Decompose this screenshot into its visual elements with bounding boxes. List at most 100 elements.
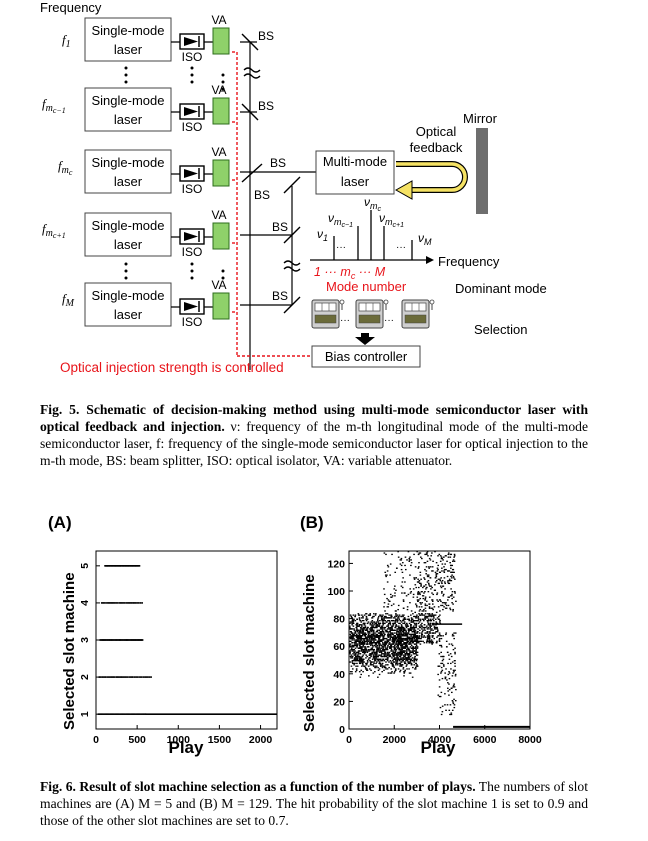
fig6b-mark-point [439,599,441,601]
fig6b-mark-point [428,636,431,638]
fig6b-mark-point [413,664,416,666]
fig6b-mark-point [360,635,362,637]
fig6b-mark-point [365,629,367,631]
fig6b-mark-point [387,625,390,627]
fig6a-mark-point [119,676,122,678]
fig6b-mark-point [401,592,403,594]
fig6b-mark-point [452,608,454,611]
fig6b-mark-point [387,603,390,605]
fig6b-mark-point [444,563,446,565]
fig6b-mark-point [401,581,404,583]
fig6b-mark-point [411,618,414,620]
fig6b-mark-point [394,635,397,637]
fig6b-mark-point [357,651,360,654]
fig6b-mark-point [386,631,389,633]
fig6b-mark-point [355,639,357,641]
fig6a-mark-point [132,602,135,604]
fig6b-mark-point [411,657,414,659]
fig6b-mark-point [361,660,363,662]
fig6b-mark-point [369,628,371,630]
fig6b-mark-point [386,647,389,649]
fig6b-mark-point [439,614,441,616]
fig6b-mark-point [389,672,391,674]
fig6b-mark-point [362,642,365,644]
fig6b-ytick-label: 60 [333,641,345,653]
fig6b-mark-point [375,624,377,626]
fig6b-mark-point [450,579,453,582]
fig6b-mark-point [373,621,376,623]
fig6b-mark-point [382,643,385,645]
fig6b-mark-point [444,588,446,590]
fig6b-mark-point [364,646,366,648]
fig6b-mark-point [419,574,422,576]
fig6a-mark-point [124,602,126,604]
fig6b-mark-point [351,644,354,647]
fig6b-mark-point [436,636,438,638]
fig6b-mark-point [386,639,389,641]
fig6b-mark-point [352,650,354,652]
fig6b-mark-point [401,637,404,640]
fig6b-mark-point [437,568,439,571]
fig6b-mark-point [374,671,376,673]
fig6b-mark-point [405,660,407,662]
fig6a-mark-point [134,602,137,604]
fig6b-mark-point [356,665,359,667]
fig6b-mark-point [446,679,448,681]
fig6b-mark-point [378,673,381,676]
fig6b-mark-point [448,596,451,598]
fig6b-mark-point [373,633,375,636]
fig6b-mark-point [370,636,373,638]
fig6b-mark-point [396,664,399,666]
fig6b-mark-point [431,566,434,568]
fig6b-mark-point [435,562,438,564]
fig6b-mark-point [427,619,430,622]
fig6b-mark-point [410,619,412,622]
fig6b-mark-point [437,564,439,567]
fig6b-mark-point [421,602,423,604]
fig6b-mark-point [368,643,371,645]
fig6a-mark-point [119,639,122,641]
fig6b-mark-point [415,665,418,667]
fig6b-mark-point [396,614,399,616]
fig6b-mark-point [389,660,392,662]
fig6b-mark-point [372,615,374,618]
fig6b-mark-point [418,606,421,608]
fig6b-mark-point [355,643,358,645]
fig6b-mark-point [380,618,383,620]
single-mode-laser-box [84,87,172,132]
fig6b-mark-point [431,613,434,615]
fig6b-mark-point [439,644,441,647]
fig6b-mark-point [403,592,406,594]
fig6b-mark-point [373,636,376,638]
fig6b-mark-point [433,625,436,627]
fig6b-mark-point [425,625,428,627]
fig6b-mark-point [396,631,398,633]
fig6b-mark-point [375,665,378,667]
fig6b-mark-point [405,639,407,641]
fig6b-mark-point [360,628,362,630]
fig6b-mark-point [448,658,451,660]
fig6b-mark-point [395,653,398,655]
fig6b-mark-point [424,610,427,612]
fig6b-mark-point [451,595,453,597]
fig6b-mark-point [443,566,445,568]
fig6b-mark-point [445,602,447,604]
fig6b-mark-point [382,636,385,638]
fig6b-mark-point [390,650,393,652]
fig6b-mark-point [414,635,417,637]
fig6b-mark-point [408,557,411,560]
fig6b-mark-point [397,635,399,637]
fig6b-mark-point [386,646,389,648]
fig6b-mark-point [440,586,443,589]
fig6b-mark-point [408,633,411,636]
fig6b-mark-point [386,621,388,623]
bias-controller-box [311,345,421,368]
fig6b-mark-point [358,614,361,616]
bs-label-5: BS [272,220,288,234]
fig6b-mark-point [384,653,387,655]
fig6b-mark-point [395,567,398,569]
fig6a-mark-point [129,602,132,604]
fig6b-mark-point [372,629,375,631]
fig6b-mark-point [359,639,362,641]
